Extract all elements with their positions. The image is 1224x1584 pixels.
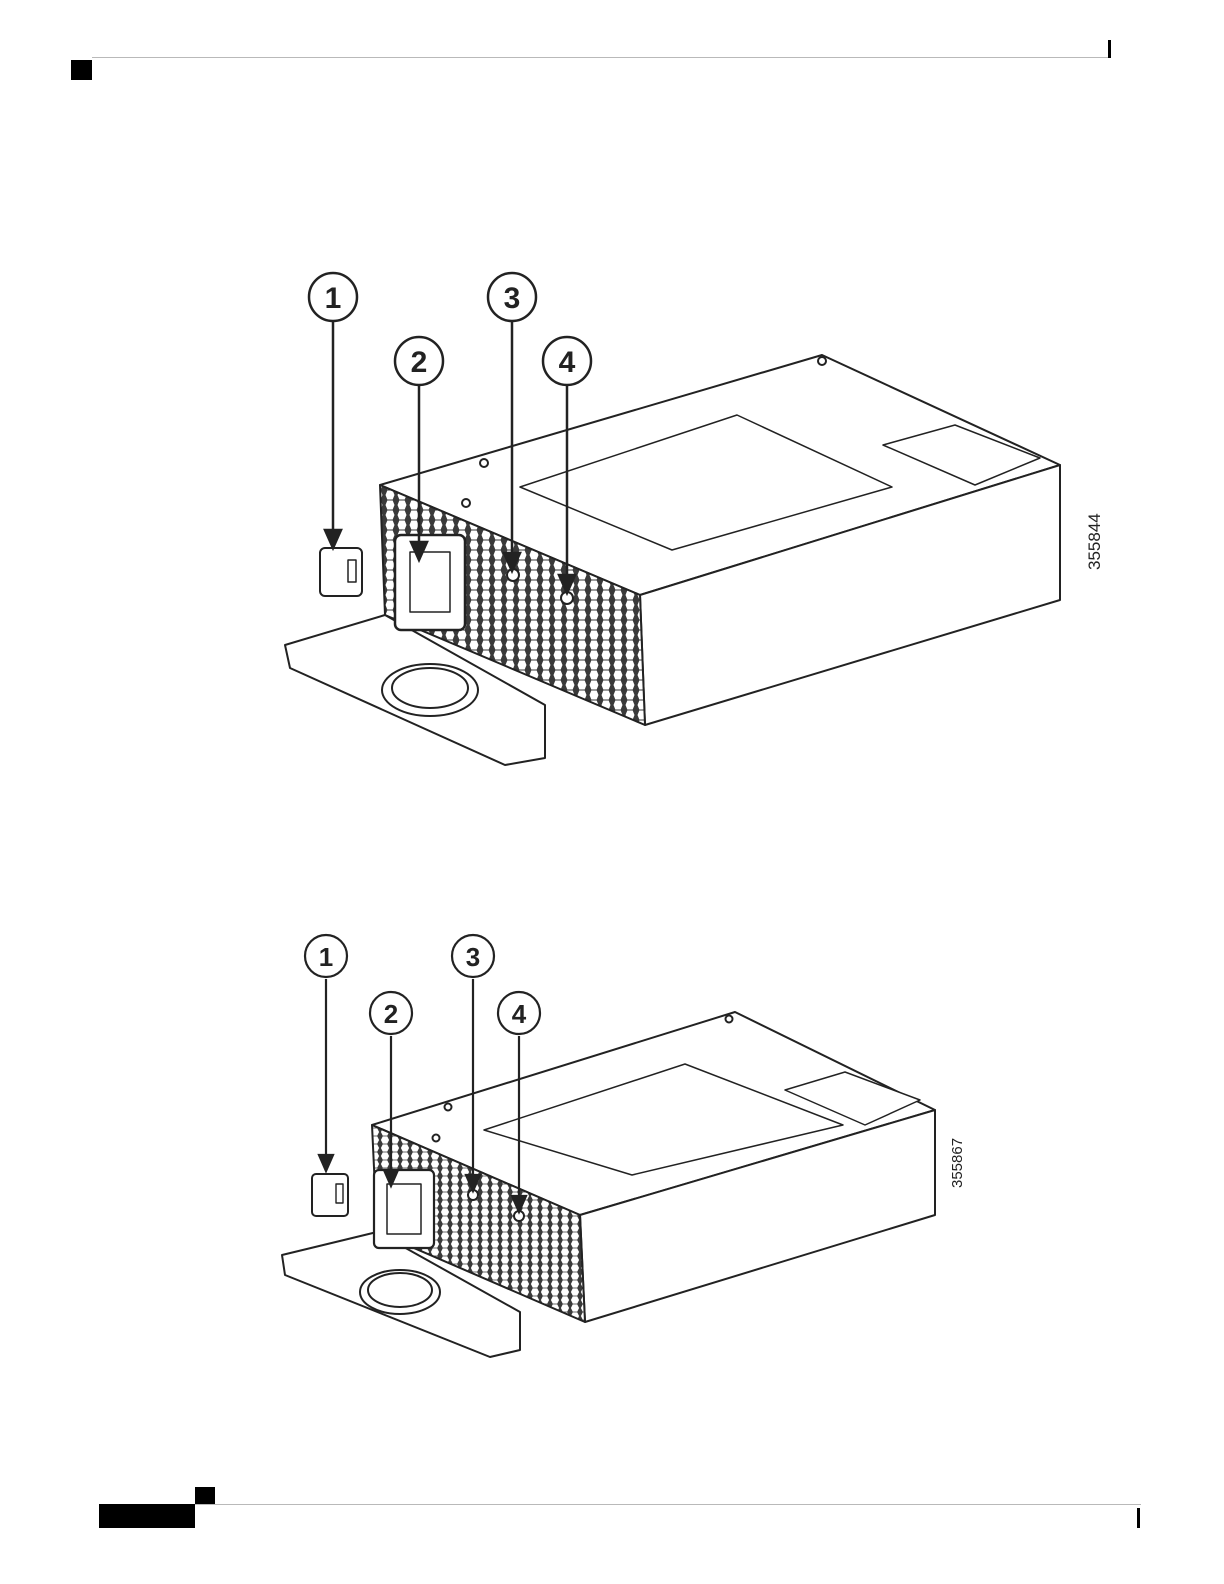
power-supply-drawing [282, 1012, 935, 1357]
callout-3-label: 3 [466, 942, 480, 972]
footer-corner-marker [195, 1487, 215, 1505]
callout-2-label: 2 [384, 999, 398, 1029]
footer-rule [195, 1504, 1141, 1505]
footer-page-tab [99, 1504, 195, 1528]
callout-4-label: 4 [512, 999, 527, 1029]
footer-tick [1137, 1508, 1140, 1528]
figure-id-label: 355867 [949, 1138, 966, 1188]
callout-1-label: 1 [319, 942, 333, 972]
